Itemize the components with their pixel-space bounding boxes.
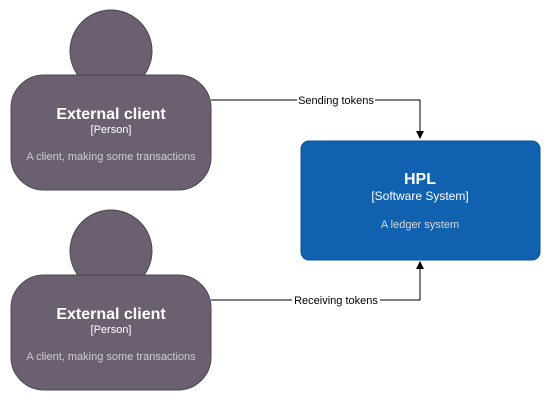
system-name: HPL	[404, 171, 436, 188]
person-body[interactable]	[10, 74, 212, 191]
edge-receiving-tokens-label-bg	[292, 293, 380, 307]
edge-sending-tokens-line[interactable]	[211, 99, 424, 139]
edge-sending-tokens[interactable]: Sending tokens	[211, 93, 424, 139]
person-name: External client	[56, 106, 166, 123]
person-external-client-1[interactable]: External client [Person] A client, makin…	[10, 9, 212, 191]
edge-receiving-tokens[interactable]: Receiving tokens	[211, 261, 424, 307]
person-body[interactable]	[10, 274, 212, 391]
person-type: [Person]	[91, 324, 132, 336]
person-name: External client	[56, 306, 166, 323]
system-description: A ledger system	[381, 219, 459, 231]
system-box[interactable]	[300, 140, 541, 261]
person-description: A client, making some transactions	[26, 351, 196, 363]
edge-receiving-tokens-label: Receiving tokens	[294, 295, 378, 307]
person-type: [Person]	[91, 124, 132, 136]
person-external-client-2[interactable]: External client [Person] A client, makin…	[10, 209, 212, 391]
system-type: [Software System]	[371, 189, 468, 203]
edge-sending-tokens-label: Sending tokens	[298, 95, 374, 107]
person-description: A client, making some transactions	[26, 151, 196, 163]
software-system-hpl[interactable]: HPL [Software System] A ledger system	[300, 140, 541, 261]
edge-receiving-tokens-line[interactable]	[211, 261, 424, 301]
edge-sending-tokens-label-bg	[297, 93, 375, 107]
